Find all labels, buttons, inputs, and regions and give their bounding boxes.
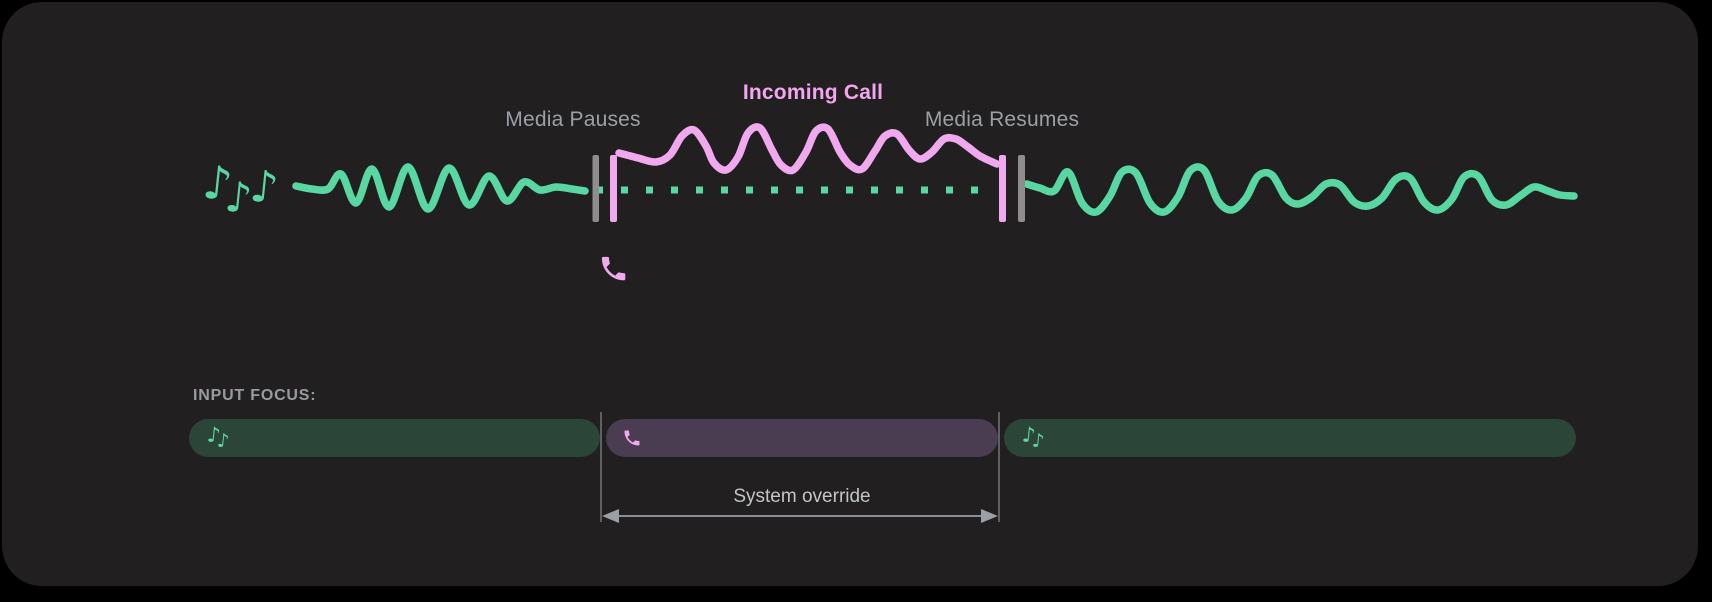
phone-icon [624,430,640,446]
music-note-glyph: ♪ [1030,429,1046,453]
system-override-label: System override [733,486,871,507]
music-notes-icon: ♪ ♪ [1021,422,1052,453]
music-notes-icon: ♪ ♪ [206,422,237,453]
media-resumes-label: Media Resumes [924,108,1080,131]
focus-track-media-after: ♪ ♪ [1004,419,1576,457]
focus-track-media-before: ♪ ♪ [189,419,600,457]
diagram-panel: Media Pauses Incoming Call Media Resumes… [2,2,1698,586]
media-pauses-label: Media Pauses [505,108,641,131]
music-note-glyph: ♪ [247,160,281,215]
input-focus-heading: INPUT FOCUS: [193,387,317,404]
incoming-call-label: Incoming Call [742,81,884,104]
music-note-glyph: ♪ [215,429,231,453]
focus-track-call-override [606,419,998,457]
